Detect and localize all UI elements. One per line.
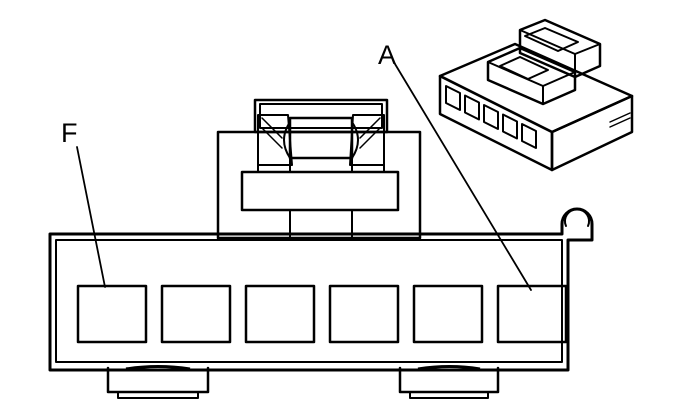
inset-cavity-row [445, 85, 537, 149]
terminal-cavity [244, 284, 316, 344]
leader-line-f [76, 146, 106, 288]
inset-cavity [445, 85, 461, 111]
terminal-cavity [328, 284, 400, 344]
inset-connector-view [438, 18, 634, 172]
inset-cavity [464, 94, 480, 121]
terminal-cavity-row [76, 284, 568, 344]
leader-line-a [394, 63, 532, 291]
connector-body [48, 207, 594, 372]
inset-cavity [502, 113, 518, 140]
inset-right-face [550, 94, 634, 172]
inset-latch-tower [518, 18, 602, 79]
mounting-foot-right [398, 365, 500, 399]
inset-latch-notch [524, 27, 579, 52]
inset-side-slot [609, 112, 631, 128]
terminal-cavity [496, 284, 568, 344]
inset-cavity [483, 104, 499, 130]
inset-latch-base [486, 46, 577, 106]
latch-frame [253, 98, 389, 134]
latch-lock-bar [240, 170, 400, 212]
callout-label-f: F [61, 118, 78, 148]
mounting-foot-left [106, 365, 210, 399]
latch-ramp-left [257, 114, 293, 166]
terminal-cavity [160, 284, 232, 344]
inset-cavity [521, 123, 537, 149]
inset-top-face [438, 42, 634, 134]
latch-tongue [288, 116, 354, 160]
main-connector-view [48, 98, 594, 399]
latch-housing [216, 130, 422, 240]
callout-a: A [378, 40, 532, 291]
terminal-cavity [76, 284, 148, 344]
callout-f: F [61, 118, 106, 288]
callout-label-a: A [378, 40, 396, 70]
connector-body-inner-edge [55, 239, 563, 363]
terminal-cavity [412, 284, 484, 344]
